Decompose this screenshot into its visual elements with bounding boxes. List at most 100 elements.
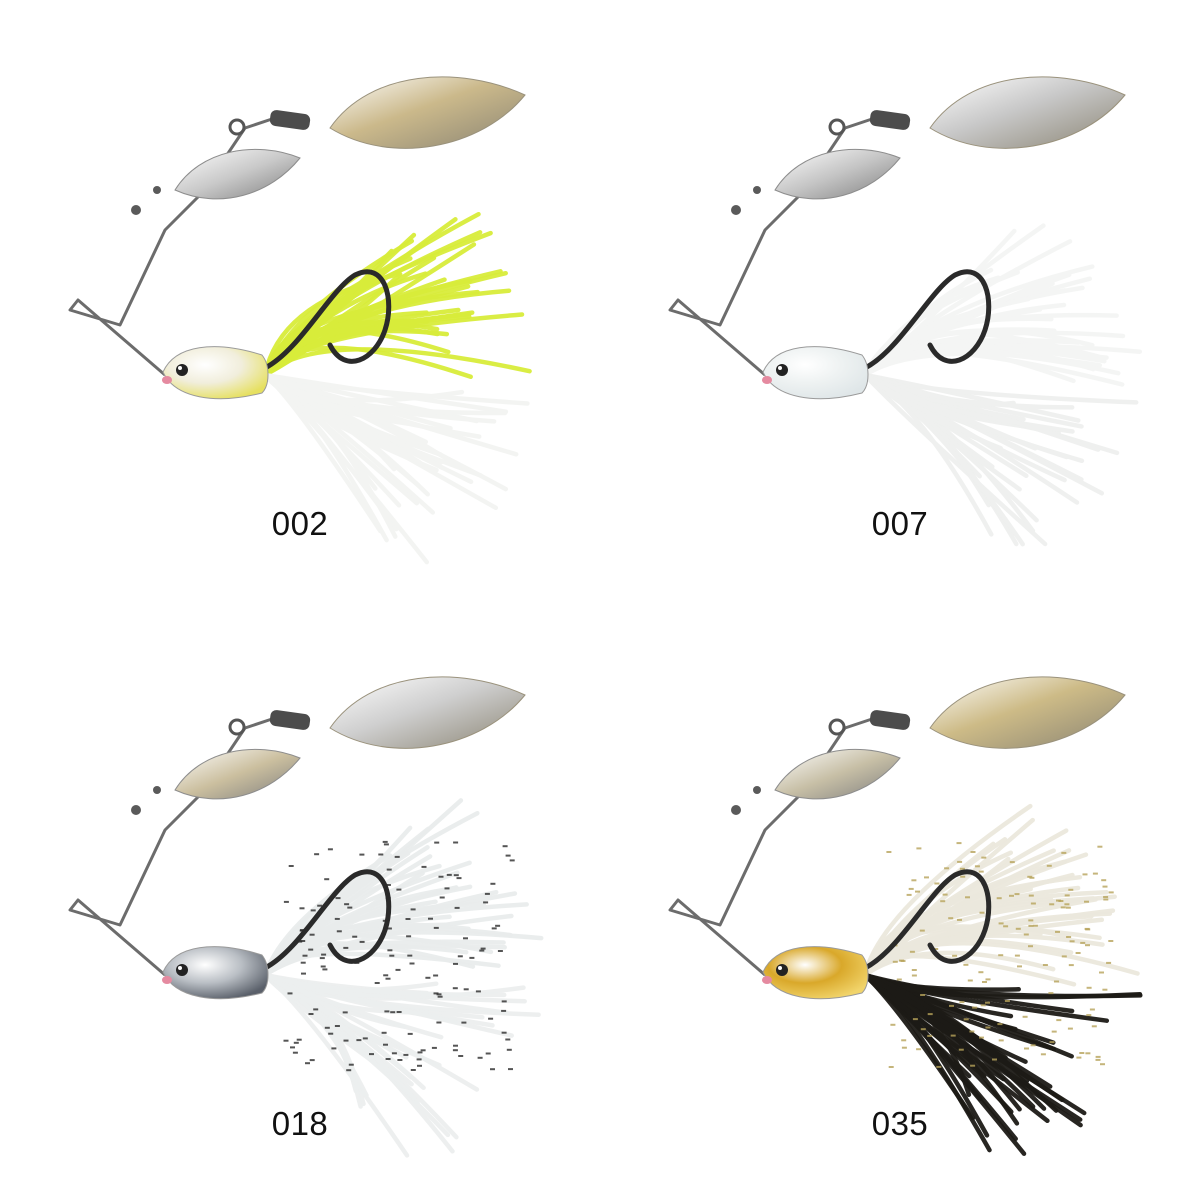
- skirt-speckle: [997, 1023, 1003, 1026]
- skirt-speckle: [1042, 964, 1048, 966]
- small-willow-blade: [774, 748, 901, 800]
- skirt-speckle: [446, 873, 452, 876]
- skirt-speckle: [383, 843, 389, 846]
- skirt-speckle: [293, 1041, 299, 1044]
- skirt-speckle: [383, 974, 389, 977]
- skirt-speckle: [1009, 894, 1014, 897]
- skirt-speckle: [1075, 952, 1081, 954]
- skirt-speckle: [906, 893, 912, 896]
- spinnerbait-image-2: [668, 76, 1143, 547]
- skirt-speckle: [320, 965, 326, 968]
- skirt-speckle: [1066, 936, 1072, 938]
- skirt-speckle: [385, 1058, 391, 1060]
- skirt-speckle: [1108, 940, 1114, 942]
- gill-accent: [762, 976, 772, 984]
- skirt-speckle: [890, 1023, 896, 1026]
- skirt-speckle: [495, 924, 501, 927]
- skirt-speckle: [1064, 894, 1070, 897]
- bead: [731, 805, 741, 815]
- skirt-speckle: [407, 1032, 413, 1035]
- skirt-speckle: [978, 971, 984, 974]
- skirt-speckle: [912, 1018, 918, 1021]
- skirt-speckle: [508, 1068, 513, 1071]
- skirt-speckle: [505, 854, 511, 857]
- eye-highlight: [178, 366, 182, 370]
- skirt-speckle: [956, 842, 962, 845]
- skirt-speckle: [1067, 1027, 1073, 1030]
- split-ring: [828, 718, 846, 736]
- skirt-speckle: [1085, 928, 1091, 931]
- skirt-speckle: [1095, 1058, 1101, 1061]
- skirt-speckle: [299, 907, 305, 910]
- skirt-speckle: [378, 853, 384, 856]
- skirt-speckle: [1028, 894, 1034, 897]
- wire-arm: [668, 716, 876, 977]
- skirt-speckle: [1032, 924, 1038, 927]
- skirt-speckle: [283, 1039, 289, 1042]
- skirt-speckle: [433, 992, 439, 995]
- skirt-speckle: [328, 1032, 334, 1035]
- skirt-speckle: [1069, 940, 1075, 943]
- skirt-speckle: [490, 1068, 495, 1071]
- eye: [776, 364, 788, 376]
- skirt-speckle: [334, 1025, 340, 1027]
- skirt-speckle: [497, 950, 503, 952]
- skirt-speckle: [1084, 900, 1089, 903]
- skirt-speckle: [395, 968, 401, 971]
- skirt-speckle: [1004, 1000, 1010, 1002]
- skirt-speckle: [309, 1059, 315, 1062]
- skirt-speckle: [919, 929, 925, 932]
- skirt-speckle: [944, 867, 950, 870]
- skirt-speckle: [927, 1013, 933, 1016]
- skirt-speckle: [344, 903, 350, 906]
- skirt-speckle: [970, 851, 976, 853]
- skirt-speckle: [359, 940, 365, 943]
- skirt-speckle: [1014, 893, 1020, 896]
- skirt-speckle: [290, 1046, 295, 1049]
- skirt-speckle: [1051, 1030, 1057, 1033]
- skirt-speckle: [1100, 1063, 1105, 1066]
- skirt-speckle: [911, 879, 917, 882]
- skirt-speckle: [1103, 896, 1109, 898]
- skirt-strand: [262, 972, 507, 998]
- silicone-skirt: [862, 223, 1143, 547]
- jig-head: [162, 946, 269, 1000]
- eye: [176, 364, 188, 376]
- skirt-speckle: [483, 901, 489, 904]
- skirt-speckle: [1028, 945, 1033, 948]
- skirt-speckle: [453, 1044, 458, 1047]
- skirt-speckle: [1080, 941, 1086, 944]
- skirt-speckle: [1086, 986, 1092, 989]
- skirt-speckle: [1009, 861, 1015, 864]
- skirt-speckle: [979, 1036, 984, 1039]
- skirt-speckle: [331, 1047, 337, 1050]
- skirt-speckle: [502, 845, 508, 848]
- skirt-speckle: [1064, 903, 1070, 906]
- skirt-speckle: [1049, 903, 1055, 906]
- skirt-speckle: [998, 954, 1004, 957]
- skirt-speckle: [308, 1013, 314, 1015]
- skirt-speckle: [300, 961, 306, 964]
- skirt-speckle: [292, 1051, 298, 1054]
- skirt-speckle: [950, 1034, 956, 1037]
- skirt-speckle: [974, 865, 980, 868]
- skirt-strand: [262, 372, 509, 414]
- skirt-speckle: [342, 1011, 348, 1014]
- gill-accent: [162, 976, 172, 984]
- skirt-speckle: [417, 1064, 422, 1067]
- silicone-skirt: [862, 803, 1143, 1156]
- skirt-speckle: [899, 959, 904, 962]
- skirt-speckle: [384, 1010, 390, 1013]
- skirt-speckle: [927, 1034, 933, 1037]
- skirt-speckle: [911, 974, 917, 977]
- skirt-speckle: [1049, 1041, 1055, 1044]
- skirt-speckle: [972, 1006, 978, 1009]
- skirt-speckle: [314, 853, 320, 856]
- bead: [153, 186, 161, 194]
- skirt-speckle: [888, 1066, 894, 1068]
- skirt-speckle: [491, 927, 497, 930]
- skirt-speckle: [1108, 891, 1114, 894]
- skirt-speckle: [409, 962, 415, 965]
- skirt-speckle: [437, 995, 443, 998]
- skirt-speckle: [299, 929, 305, 932]
